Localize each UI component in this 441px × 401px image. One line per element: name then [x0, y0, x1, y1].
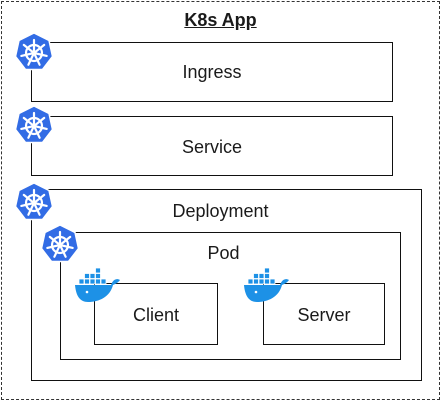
pod-label: Pod — [207, 243, 240, 263]
deployment-label: Deployment — [172, 201, 269, 221]
kubernetes-icon — [14, 105, 54, 145]
kubernetes-icon — [14, 182, 54, 222]
kubernetes-icon — [14, 32, 54, 72]
ingress-box: Ingress — [31, 42, 393, 102]
client-label: Client — [132, 305, 180, 325]
service-label: Service — [181, 137, 243, 157]
service-box: Service — [31, 116, 393, 176]
ingress-label: Ingress — [182, 62, 242, 82]
docker-icon — [73, 268, 121, 304]
kubernetes-icon — [40, 224, 80, 264]
client-container-box: Client — [94, 283, 218, 345]
server-label: Server — [297, 305, 351, 325]
diagram-title: K8s App — [184, 10, 257, 30]
server-container-box: Server — [263, 283, 385, 345]
docker-icon — [242, 268, 290, 304]
